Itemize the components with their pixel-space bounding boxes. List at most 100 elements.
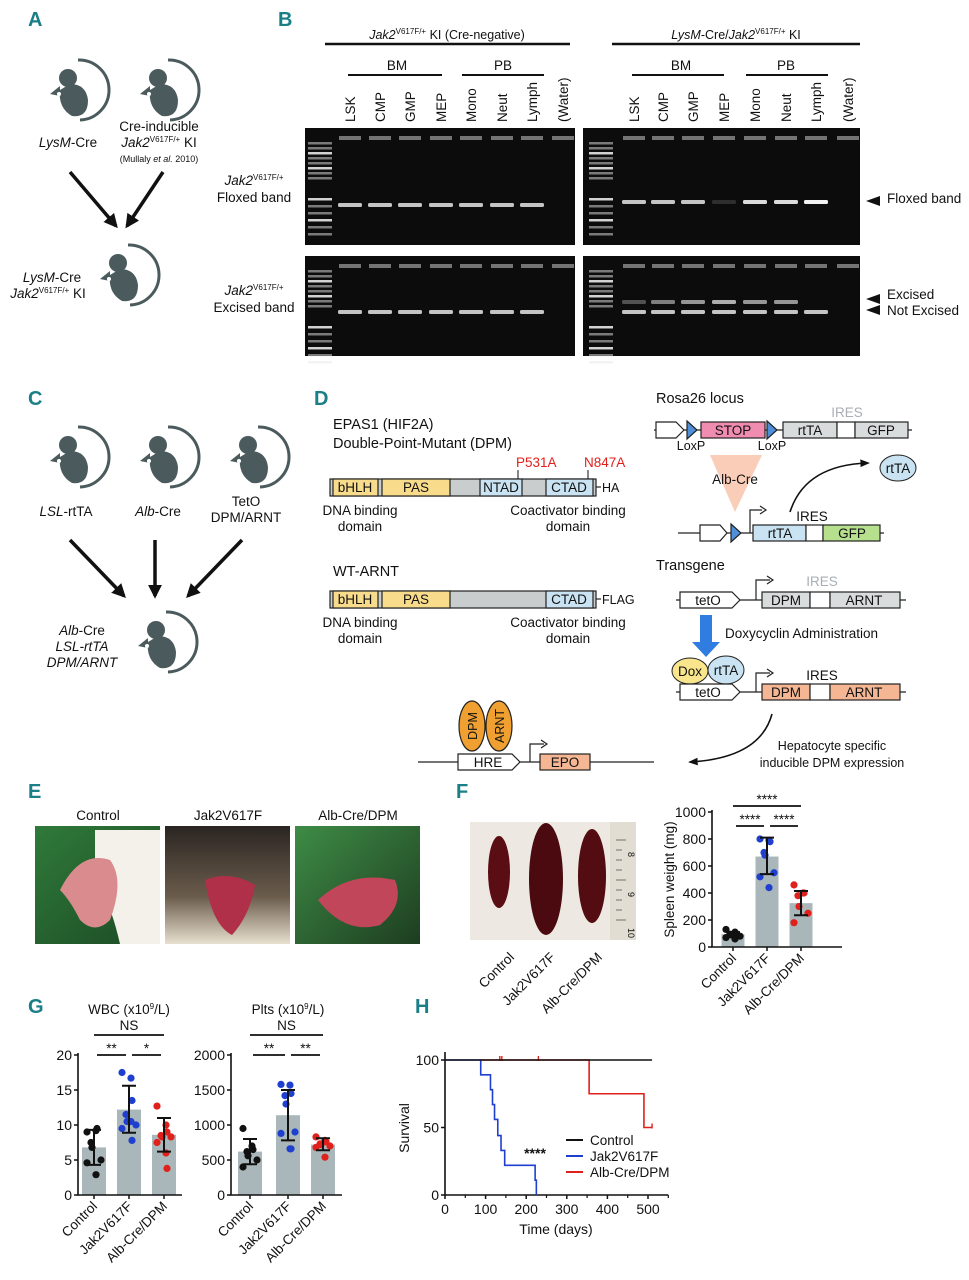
mouse-icon	[138, 58, 201, 122]
dna-band	[398, 310, 422, 314]
lane-label-cmp: CMP	[656, 92, 671, 122]
well	[744, 136, 766, 140]
offspring-line2: LSL-rtTA	[55, 639, 108, 654]
photo-label-control: Control	[76, 808, 120, 823]
rtta-protein	[879, 454, 917, 482]
significance-label: *	[144, 1041, 150, 1056]
lane-label-water: (Water)	[841, 78, 856, 123]
ladder-band	[308, 305, 332, 308]
data-point	[281, 1092, 289, 1100]
coactivator-binding-label: domain	[546, 519, 590, 534]
ladder-band	[308, 172, 332, 175]
platelet-chart: 0500100015002000ControlJak2V617FAlb-Cre/…	[194, 1002, 342, 1265]
domain-bhlh: bHLH	[338, 480, 373, 495]
error-bar	[760, 836, 774, 876]
floxed-row-gene: Jak2V617F/+	[224, 173, 284, 188]
ires-label: IRES	[796, 509, 828, 524]
panel-label-f: F	[456, 781, 468, 803]
offspring-line2: Jak2V617F/+ KI	[9, 286, 86, 301]
parent3-line2: DPM/ARNT	[211, 510, 282, 525]
data-point	[286, 1081, 294, 1089]
well	[652, 136, 674, 140]
dna-band	[651, 200, 675, 204]
well	[713, 136, 735, 140]
photo-label-alb-cre: Alb-Cre/DPM	[318, 808, 398, 823]
y-tick-label: 1000	[675, 804, 706, 820]
gel	[583, 256, 860, 356]
stop-cassette: STOP	[715, 423, 752, 438]
data-point	[277, 1129, 285, 1137]
floxed-row-label: Floxed band	[217, 190, 291, 205]
expression-arrow	[789, 459, 870, 513]
data-point	[321, 1153, 329, 1161]
panel-label-e: E	[28, 781, 41, 803]
coactivator-binding-label: Coactivator binding	[510, 503, 626, 518]
panel-label-c: C	[28, 388, 42, 410]
ladder-band	[308, 162, 332, 165]
dna-band	[622, 300, 646, 304]
significance-label: ****	[756, 792, 778, 807]
well	[369, 264, 391, 268]
gel-header-lysm-cre: LysM-Cre/Jak2V617F/+ KI	[671, 27, 801, 42]
data-point	[326, 1142, 334, 1150]
ladder-band	[308, 157, 332, 160]
dna-band	[338, 310, 362, 314]
dpm-gene: DPM	[771, 685, 801, 700]
coactivator-binding-label: Coactivator binding	[510, 615, 626, 630]
dna-band	[490, 310, 514, 314]
well	[460, 264, 482, 268]
paw-photo-alb-cre	[295, 826, 420, 944]
ladder-band	[308, 300, 332, 303]
ladder-band	[308, 333, 332, 336]
teto-element: tetO	[695, 593, 721, 608]
well	[744, 264, 766, 268]
error-bar	[316, 1137, 330, 1152]
well	[339, 264, 361, 268]
lane-label-mep: MEP	[434, 93, 449, 122]
mutation-p531a: P531A	[516, 455, 557, 470]
parent1-label: LysM-Cre	[39, 135, 97, 150]
ires-label: IRES	[806, 668, 838, 683]
recombination-wedge	[710, 455, 762, 512]
y-axis-label: Spleen weight (mg)	[662, 821, 677, 937]
well	[460, 136, 482, 140]
data-point	[153, 1138, 161, 1147]
mouse-icon	[98, 243, 161, 307]
teto-element: tetO	[695, 685, 721, 700]
x-axis-label: Time (days)	[519, 1221, 592, 1237]
well	[775, 264, 797, 268]
x-tick-label: Alb-Cre/DPM	[740, 951, 807, 1018]
dna-band	[681, 200, 705, 204]
data-point	[765, 884, 773, 892]
y-tick-label: 500	[202, 1152, 226, 1168]
ladder-band	[308, 212, 332, 215]
ladder-band	[308, 167, 332, 170]
spleen-label-control: Control	[476, 950, 517, 991]
ruler-number: 8	[626, 852, 636, 857]
coactivator-binding-label: domain	[546, 631, 590, 646]
significance-label: ****	[739, 812, 761, 827]
ires-label: IRES	[806, 574, 838, 589]
chart-title: WBC (x109/L)	[88, 1002, 170, 1017]
ladder-band	[589, 226, 613, 229]
epo-gene: EPO	[551, 755, 580, 770]
gel-group-labels: BM PB BM PB	[348, 58, 828, 76]
well	[775, 136, 797, 140]
lane-label-lsk: LSK	[627, 96, 642, 122]
data-point	[167, 1133, 175, 1141]
data-point	[97, 1156, 105, 1164]
data-point	[756, 835, 764, 843]
domain-ctad: CTAD	[551, 480, 587, 495]
well	[682, 136, 704, 140]
dna-band	[459, 310, 483, 314]
paw-photo-control	[35, 826, 160, 944]
dpm-gene: DPM	[771, 593, 801, 608]
svg-text:PB: PB	[777, 58, 795, 73]
ladder-band	[308, 177, 332, 180]
ladder-band	[589, 340, 613, 343]
alb-cre-label: Alb-Cre	[712, 472, 758, 487]
ladder-band	[308, 198, 332, 201]
dna-band	[712, 300, 736, 304]
y-tick-label: 600	[683, 858, 707, 874]
data-point	[287, 1145, 295, 1153]
